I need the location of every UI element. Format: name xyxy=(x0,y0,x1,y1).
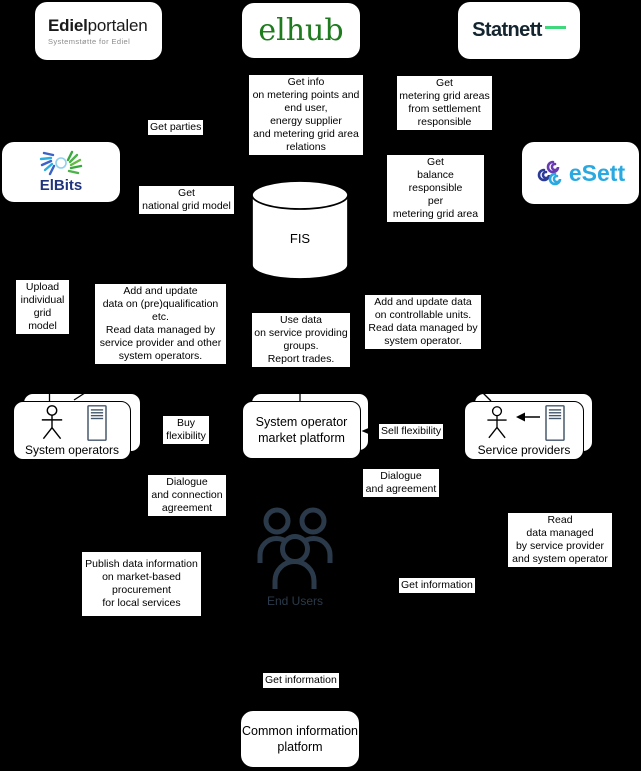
elbits-logo-card[interactable]: ElBits xyxy=(2,142,120,202)
end-users-icon xyxy=(257,507,333,589)
service-providers-front-card: Service providers xyxy=(464,401,584,460)
elhub-logo-card[interactable]: elhub xyxy=(242,3,360,58)
label-add-controllable: Add and update data on controllable unit… xyxy=(365,295,481,349)
end-users-node[interactable]: End Users xyxy=(256,505,334,610)
person-icon xyxy=(41,404,63,439)
label-read-data: Read data managed by service provider an… xyxy=(508,513,612,567)
label-upload-grid: Upload individual grid model xyxy=(16,280,69,334)
label-get-national-grid: Get national grid model xyxy=(139,186,234,214)
common-platform-node[interactable]: Common information platform xyxy=(240,710,360,768)
label-get-parties: Get parties xyxy=(148,120,204,135)
edielportalen-subtitle: Systemstøtte for Ediel xyxy=(48,37,131,46)
statnett-dash-icon xyxy=(544,26,566,29)
label-buy-flexibility: Buy flexibility xyxy=(163,416,209,444)
label-get-metering-areas: Get metering grid areas from settlement … xyxy=(397,76,492,130)
edielportalen-wordmark: Edielportalen xyxy=(48,16,148,36)
common-platform-label: Common information platform xyxy=(241,724,358,754)
elhub-wordmark: elhub xyxy=(258,13,344,48)
statnett-wordmark: Statnett xyxy=(472,19,542,41)
label-sell-flexibility: Sell flexibility xyxy=(379,424,444,439)
end-users-label: End Users xyxy=(266,594,324,608)
label-dialogue-connection: Dialogue and connection agreement xyxy=(148,475,226,516)
label-get-information-right: Get information xyxy=(399,578,475,593)
person-icon xyxy=(487,405,507,438)
service-providers-node[interactable]: Service providers xyxy=(464,393,594,460)
label-dialogue-agreement: Dialogue and agreement xyxy=(363,469,439,497)
server-icon xyxy=(545,404,565,441)
elbits-burst-icon xyxy=(39,150,83,176)
label-get-information-bottom: Get information xyxy=(263,673,339,688)
edielportalen-bold-part: Ediel xyxy=(48,16,88,35)
edielportalen-logo-card[interactable]: Edielportalen Systemstøtte for Ediel xyxy=(35,2,162,60)
label-add-prequalification: Add and update data on (pre)qualificatio… xyxy=(95,284,226,364)
label-get-balance: Get balance responsible per metering gri… xyxy=(387,155,484,222)
system-operators-front-card: System operators xyxy=(13,401,131,460)
market-platform-label: System operator market platform xyxy=(255,415,348,445)
fis-label: FIS xyxy=(289,231,311,246)
system-operators-label: System operators xyxy=(24,442,120,457)
system-operators-node[interactable]: System operators xyxy=(13,393,141,460)
label-publish-data: Publish data information on market-based… xyxy=(82,552,201,616)
esett-logo-card[interactable]: eSett xyxy=(522,142,639,204)
service-providers-label: Service providers xyxy=(477,442,571,457)
label-get-info: Get info on metering points and end user… xyxy=(249,75,363,155)
edielportalen-light-part: portalen xyxy=(87,16,148,35)
server-icon xyxy=(87,404,107,441)
esett-triskelion-icon xyxy=(537,160,562,186)
fis-database-node[interactable]: FIS xyxy=(250,179,350,281)
label-use-data: Use data on service providing groups. Re… xyxy=(252,313,350,367)
market-platform-front-card: System operator market platform xyxy=(242,401,361,459)
left-arrowhead-icon xyxy=(516,412,540,421)
database-cylinder-icon xyxy=(251,180,349,280)
statnett-logo-card[interactable]: Statnett xyxy=(458,2,580,59)
esett-wordmark: eSett xyxy=(568,159,626,186)
elbits-wordmark: ElBits xyxy=(39,177,83,194)
market-platform-node[interactable]: System operator market platform xyxy=(242,393,370,459)
